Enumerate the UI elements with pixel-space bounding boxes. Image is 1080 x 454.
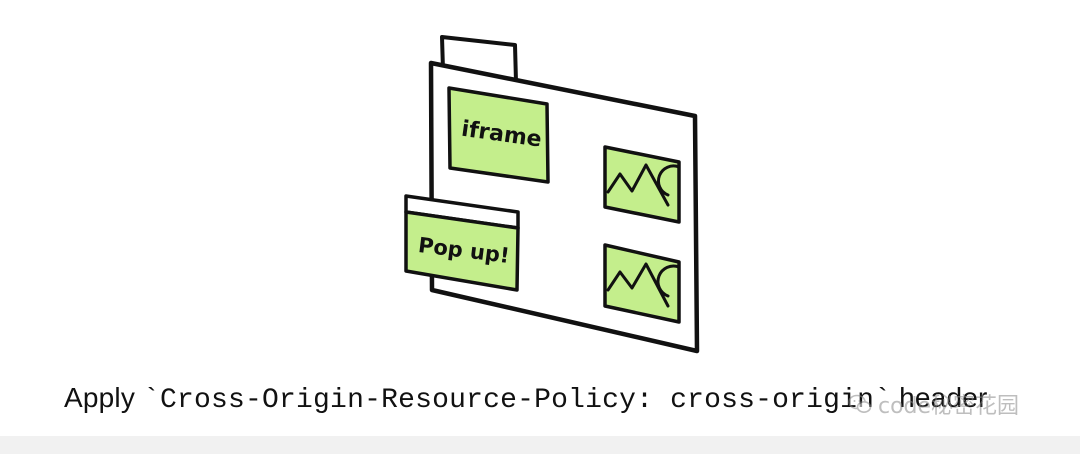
iframe-box: iframe bbox=[447, 86, 550, 184]
watermark-text: code秘密花园 bbox=[878, 394, 1020, 419]
bottom-strip bbox=[0, 436, 1080, 454]
caption-lead: Apply bbox=[64, 382, 144, 413]
caption-tail: header bbox=[891, 382, 988, 413]
popup-body bbox=[404, 210, 520, 292]
wechat-icon bbox=[848, 394, 872, 413]
popup-window: Pop up! bbox=[404, 194, 520, 292]
image-placeholder-icon bbox=[603, 145, 681, 224]
watermark: code秘密花园 bbox=[848, 388, 1019, 420]
caption-code: `Cross-Origin-Resource-Policy: cross-ori… bbox=[143, 385, 892, 416]
image-placeholder-icon bbox=[603, 243, 681, 324]
caption: Apply `Cross-Origin-Resource-Policy: cro… bbox=[64, 378, 988, 421]
